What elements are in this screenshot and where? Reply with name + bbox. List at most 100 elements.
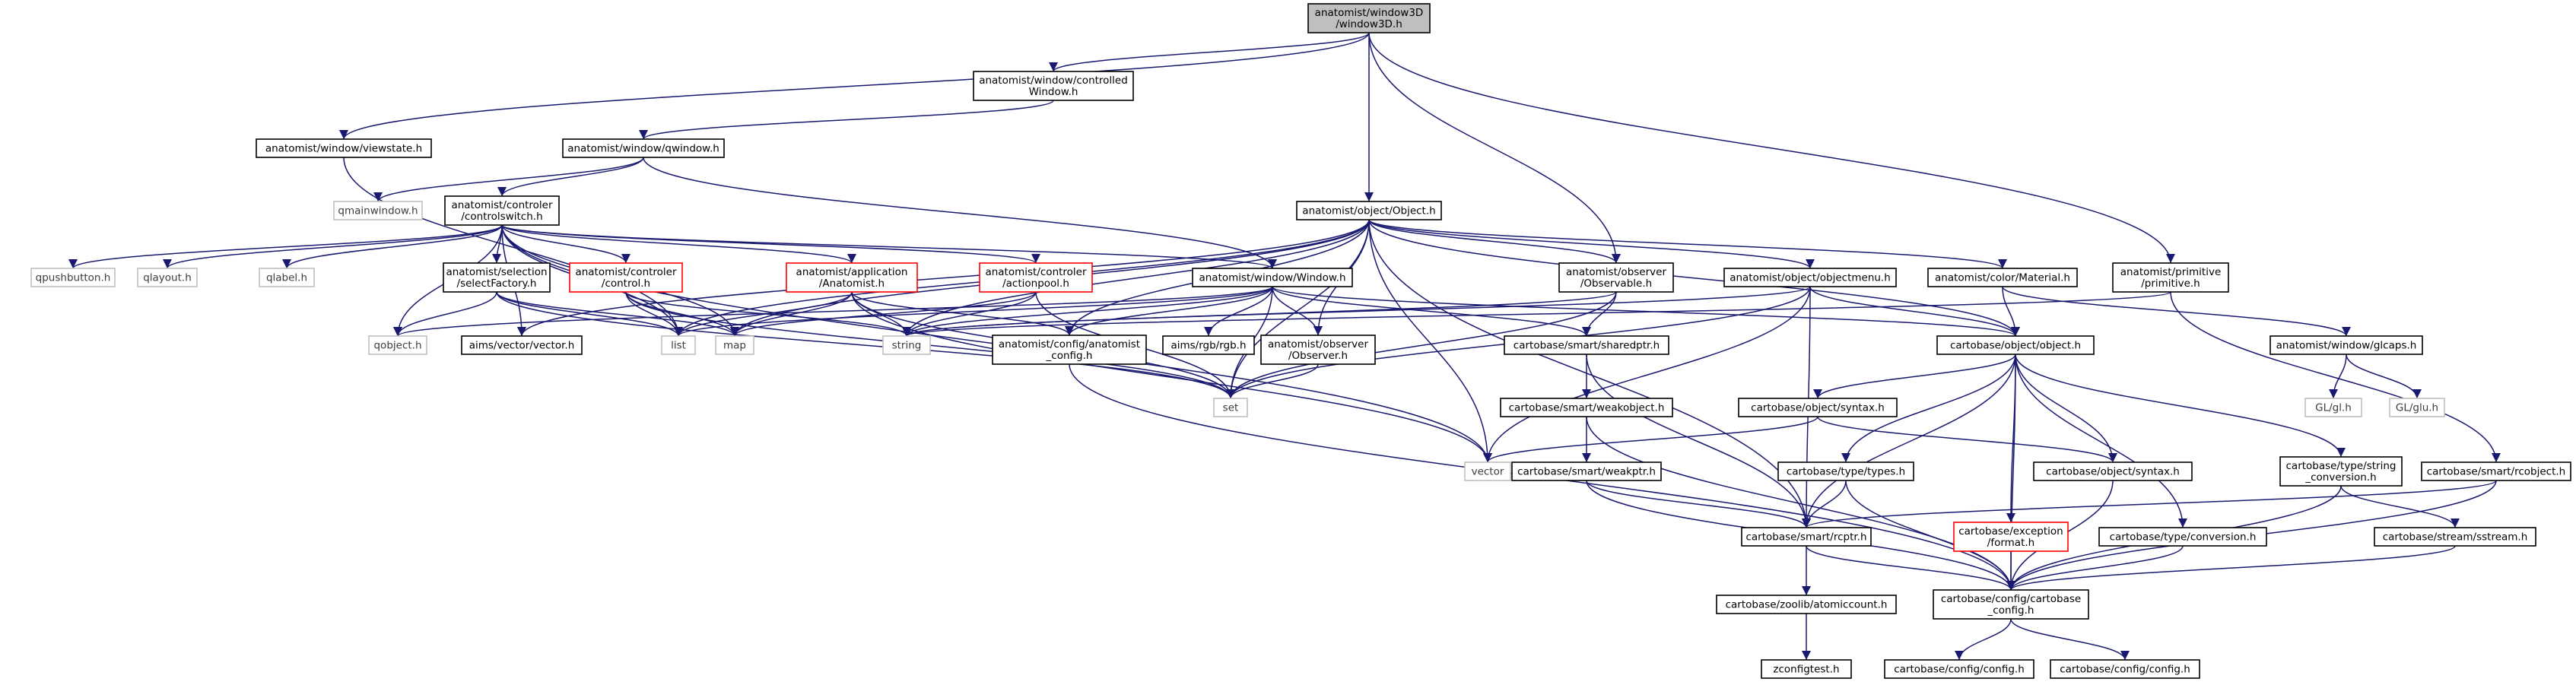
node-objobj[interactable]: anatomist/object/Object.h [1296,201,1442,220]
node-label-weakobject-line-0: cartobase/smart/weakobject.h [1509,402,1665,414]
edge-ctrlswitch-to-control [501,224,631,264]
node-box-zconfig [1761,659,1852,679]
edge-rcptr-to-cbconfig [1806,545,2015,591]
node-label-glcaps-line-0: anatomist/window/glcaps.h [2276,340,2417,352]
node-string: string [882,335,931,355]
edge-qwindow-to-ctrlswitch [497,157,644,197]
node-box-conversion [2098,527,2267,547]
node-aimsvector[interactable]: aims/vector/vector.h [461,335,583,355]
edge-objobj-to-string [902,219,1370,337]
node-label-sharedptr-line-0: cartobase/smart/sharedptr.h [1514,340,1660,352]
edge-root-to-viewstate [339,32,1370,140]
node-box-map [715,335,754,355]
node-config1[interactable]: cartobase/config/config.h [1884,659,2034,679]
node-weakptr[interactable]: cartobase/smart/weakptr.h [1511,461,1662,481]
node-box-ctrlswitch [444,195,560,226]
node-box-cbobject [1936,335,2095,355]
node-sstream[interactable]: cartobase/stream/sstream.h [2374,527,2536,547]
node-label-format-line-0: cartobase/exception [1958,525,2063,538]
node-observer[interactable]: anatomist/observer/Observer.h [1260,335,1376,365]
node-syntax2[interactable]: cartobase/object/syntax.h [2033,461,2193,481]
edge-actionpool-to-map [730,291,1037,337]
node-anatomisth[interactable]: anatomist/application/Anatomist.h [786,262,918,293]
node-label-windowh-line-0: anatomist/window/Window.h [1199,272,1345,284]
node-material[interactable]: anatomist/color/Material.h [1927,268,2078,287]
node-qlayout: qlayout.h [137,268,198,287]
edge-anatomisth-to-map [730,291,853,337]
node-box-observable [1558,262,1674,293]
node-weakobject[interactable]: cartobase/smart/weakobject.h [1500,398,1673,417]
node-viewstate[interactable]: anatomist/window/viewstate.h [256,138,432,158]
node-glcaps[interactable]: anatomist/window/glcaps.h [2269,335,2423,355]
node-box-set [1213,398,1248,417]
node-conversion[interactable]: cartobase/type/conversion.h [2098,527,2267,547]
node-label-material-line-0: anatomist/color/Material.h [1935,272,2070,284]
node-label-syntax2-line-0: cartobase/object/syntax.h [2046,466,2180,478]
node-strconv[interactable]: cartobase/type/string_conversion.h [2279,456,2403,487]
node-objmenu[interactable]: anatomist/object/objectmenu.h [1723,268,1897,287]
node-label-string-line-0: string [892,340,922,352]
edge-ctrlswitch-to-qlayout [163,224,503,269]
node-label-ctrlwin-line-1: Window.h [1029,86,1078,98]
node-windowh[interactable]: anatomist/window/Window.h [1192,268,1353,287]
edge-syntax1-to-vector [1483,416,1818,463]
node-label-vector-line-0: vector [1472,466,1504,478]
node-box-qpushbutton [30,268,116,287]
edge-glcaps-to-glh [2329,354,2347,399]
edge-windowh-to-string [902,286,1273,337]
node-types[interactable]: cartobase/type/types.h [1777,461,1914,481]
node-label-ctrlwin-line-0: anatomist/window/controlled [979,75,1128,87]
node-control[interactable]: anatomist/controler/control.h [569,262,683,293]
node-syntax1[interactable]: cartobase/object/syntax.h [1738,398,1898,417]
node-primitive[interactable]: anatomist/primitive/primitive.h [2112,262,2229,293]
edge-rcobject-to-rcptr [1802,480,2497,528]
node-box-primitive [2112,262,2229,293]
node-label-qlayout-line-0: qlayout.h [143,272,192,284]
node-config2[interactable]: cartobase/config/config.h [2050,659,2200,679]
node-box-types [1777,461,1914,481]
edge-objobj-to-cbobject [1368,219,2020,337]
node-selfac[interactable]: anatomist/selection/selectFactory.h [443,262,551,293]
node-rcptr[interactable]: cartobase/smart/rcptr.h [1741,527,1872,547]
node-observable[interactable]: anatomist/observer/Observable.h [1558,262,1674,293]
edge-objmenu-to-string [902,286,1811,337]
edge-windowh-to-cbobject [1272,286,2020,337]
node-label-types-line-0: cartobase/type/types.h [1787,466,1905,478]
node-qobject: qobject.h [368,335,427,355]
node-label-ctrlswitch-line-0: anatomist/controler [451,199,553,211]
node-qwindow[interactable]: anatomist/window/qwindow.h [562,138,725,158]
node-box-sharedptr [1504,335,1669,355]
node-actionpool[interactable]: anatomist/controler/actionpool.h [979,262,1093,293]
node-rgb[interactable]: aims/rgb/rgb.h [1162,335,1255,355]
node-label-qobject-line-0: qobject.h [373,340,421,352]
node-label-qlabel-line-0: qlabel.h [266,272,307,284]
node-label-conversion-line-0: cartobase/type/conversion.h [2110,531,2257,544]
node-zconfig[interactable]: zconfigtest.h [1761,659,1852,679]
node-label-selfac-line-0: anatomist/selection [446,266,547,278]
node-cbconfig[interactable]: cartobase/config/cartobase_config.h [1933,589,2089,620]
node-cbobject[interactable]: cartobase/object/object.h [1936,335,2095,355]
node-label-atomic-line-0: cartobase/zoolib/atomiccount.h [1726,599,1888,611]
node-atomic[interactable]: cartobase/zoolib/atomiccount.h [1716,595,1897,614]
edge-cbobject-to-types [1841,354,2016,463]
node-format[interactable]: cartobase/exception/format.h [1953,522,2069,552]
node-rcobject[interactable]: cartobase/smart/rcobject.h [2421,461,2571,481]
node-root[interactable]: anatomist/window3D/window3D.h [1307,3,1431,33]
edge-root-to-observable [1368,32,1621,264]
node-label-anaconfig-line-1: _config.h [1046,350,1093,362]
node-ctrlswitch[interactable]: anatomist/controler/controlswitch.h [444,195,560,226]
node-vector: vector [1464,461,1511,481]
node-sharedptr[interactable]: cartobase/smart/sharedptr.h [1504,335,1669,355]
edge-types-to-rcptr [1802,480,1847,528]
edge-cbobject-to-syntax1 [1813,354,2016,399]
edge-selfac-to-qobject [393,291,497,337]
node-anaconfig[interactable]: anatomist/config/anatomist_config.h [992,335,1147,365]
node-label-anatomisth-line-1: /Anatomist.h [819,277,885,290]
edge-cbconfig-to-config1 [1955,618,2012,661]
node-label-rcptr-line-0: cartobase/smart/rcptr.h [1745,531,1866,544]
edge-sstream-to-cbconfig [2006,545,2456,591]
node-gluh: GL/glu.h [2389,398,2445,417]
node-label-actionpool-line-1: /actionpool.h [1002,277,1069,290]
